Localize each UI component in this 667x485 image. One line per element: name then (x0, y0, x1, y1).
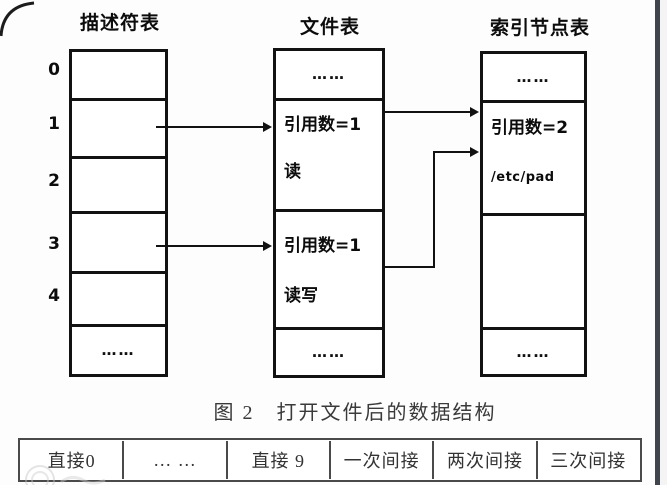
descriptor-row-ellipsis: …… (72, 324, 165, 374)
file-ellipsis-bottom: …… (312, 343, 346, 361)
file-entry-2-refcount: 引用数=1 (284, 236, 362, 256)
file-entry-2: 引用数=1 读写 (276, 209, 382, 327)
file-table-title: 文件表 (299, 16, 360, 38)
descriptor-row-3 (72, 211, 165, 271)
file-entry-1-mode: 读 (284, 161, 301, 182)
descriptor-row-2 (72, 156, 165, 211)
page-edge-line (655, 0, 660, 485)
file-entry-1-refcount: 引用数=1 (284, 115, 362, 135)
inode-ellipsis-bottom: …… (516, 342, 551, 361)
arrow-file2-line-bottom (385, 266, 435, 268)
arrow-fd1-line (156, 126, 264, 128)
file-row-ellipsis-top: …… (276, 51, 382, 98)
file-row-ellipsis-bottom: …… (276, 327, 382, 375)
arrow-file2-line-top (433, 151, 471, 153)
inode-block-table: 直接0 … … 直接 9 一次间接 两次间接 三次间接 (18, 438, 642, 482)
arrow-fd1-head (263, 122, 272, 132)
descriptor-label-4: 4 (48, 286, 60, 306)
inode-table-title: 索引节点表 (489, 17, 590, 39)
inode-table: …… 引用数=2 /etc/pad …… (480, 51, 587, 377)
arrow-file1-line (385, 111, 471, 113)
arrow-file2-head (470, 147, 479, 157)
block-cell-double-indirect: 两次间接 (432, 441, 535, 479)
block-cell-direct-9: 直接 9 (225, 441, 329, 479)
file-entry-1: 引用数=1 读 (276, 98, 382, 209)
descriptor-label-3: 3 (48, 234, 60, 254)
arrow-fd3-head (263, 241, 272, 251)
file-ellipsis-top: …… (312, 65, 346, 83)
descriptor-label-0: 0 (48, 60, 60, 80)
arrow-file1-head (470, 107, 479, 117)
block-cell-ellipsis: … … (122, 441, 225, 479)
inode-entry-path: /etc/pad (491, 169, 555, 185)
block-cell-single-indirect: 一次间接 (328, 441, 432, 479)
inode-ellipsis-top: …… (516, 67, 551, 86)
descriptor-label-2: 2 (48, 171, 60, 191)
page-edge-strip (660, 0, 667, 485)
inode-row-ellipsis-top: …… (483, 54, 584, 100)
block-cell-direct-0: 直接0 (47, 451, 96, 471)
inode-row-ellipsis-bottom: …… (483, 327, 584, 374)
watermark-mark (25, 465, 106, 485)
scan-corner-mark (0, 1, 35, 37)
arrow-fd3-line (156, 245, 264, 247)
file-table: …… 引用数=1 读 引用数=1 读写 …… (273, 48, 385, 378)
inode-row-empty (483, 213, 584, 327)
descriptor-table-title: 描述符表 (79, 12, 160, 34)
descriptor-row-4 (72, 271, 165, 324)
descriptor-label-1: 1 (48, 114, 60, 134)
figure-caption: 图 2 打开文件后的数据结构 (213, 402, 497, 424)
descriptor-ellipsis: …… (101, 341, 136, 359)
file-entry-2-mode: 读写 (284, 285, 318, 306)
descriptor-table: …… (69, 49, 168, 377)
arrow-file2-line-vertical (433, 151, 435, 268)
block-cell-triple-indirect: 三次间接 (535, 441, 639, 479)
descriptor-row-1 (72, 98, 165, 156)
descriptor-row-0 (72, 52, 165, 98)
inode-entry-refcount: 引用数=2 (491, 118, 569, 138)
inode-entry: 引用数=2 /etc/pad (483, 100, 584, 213)
